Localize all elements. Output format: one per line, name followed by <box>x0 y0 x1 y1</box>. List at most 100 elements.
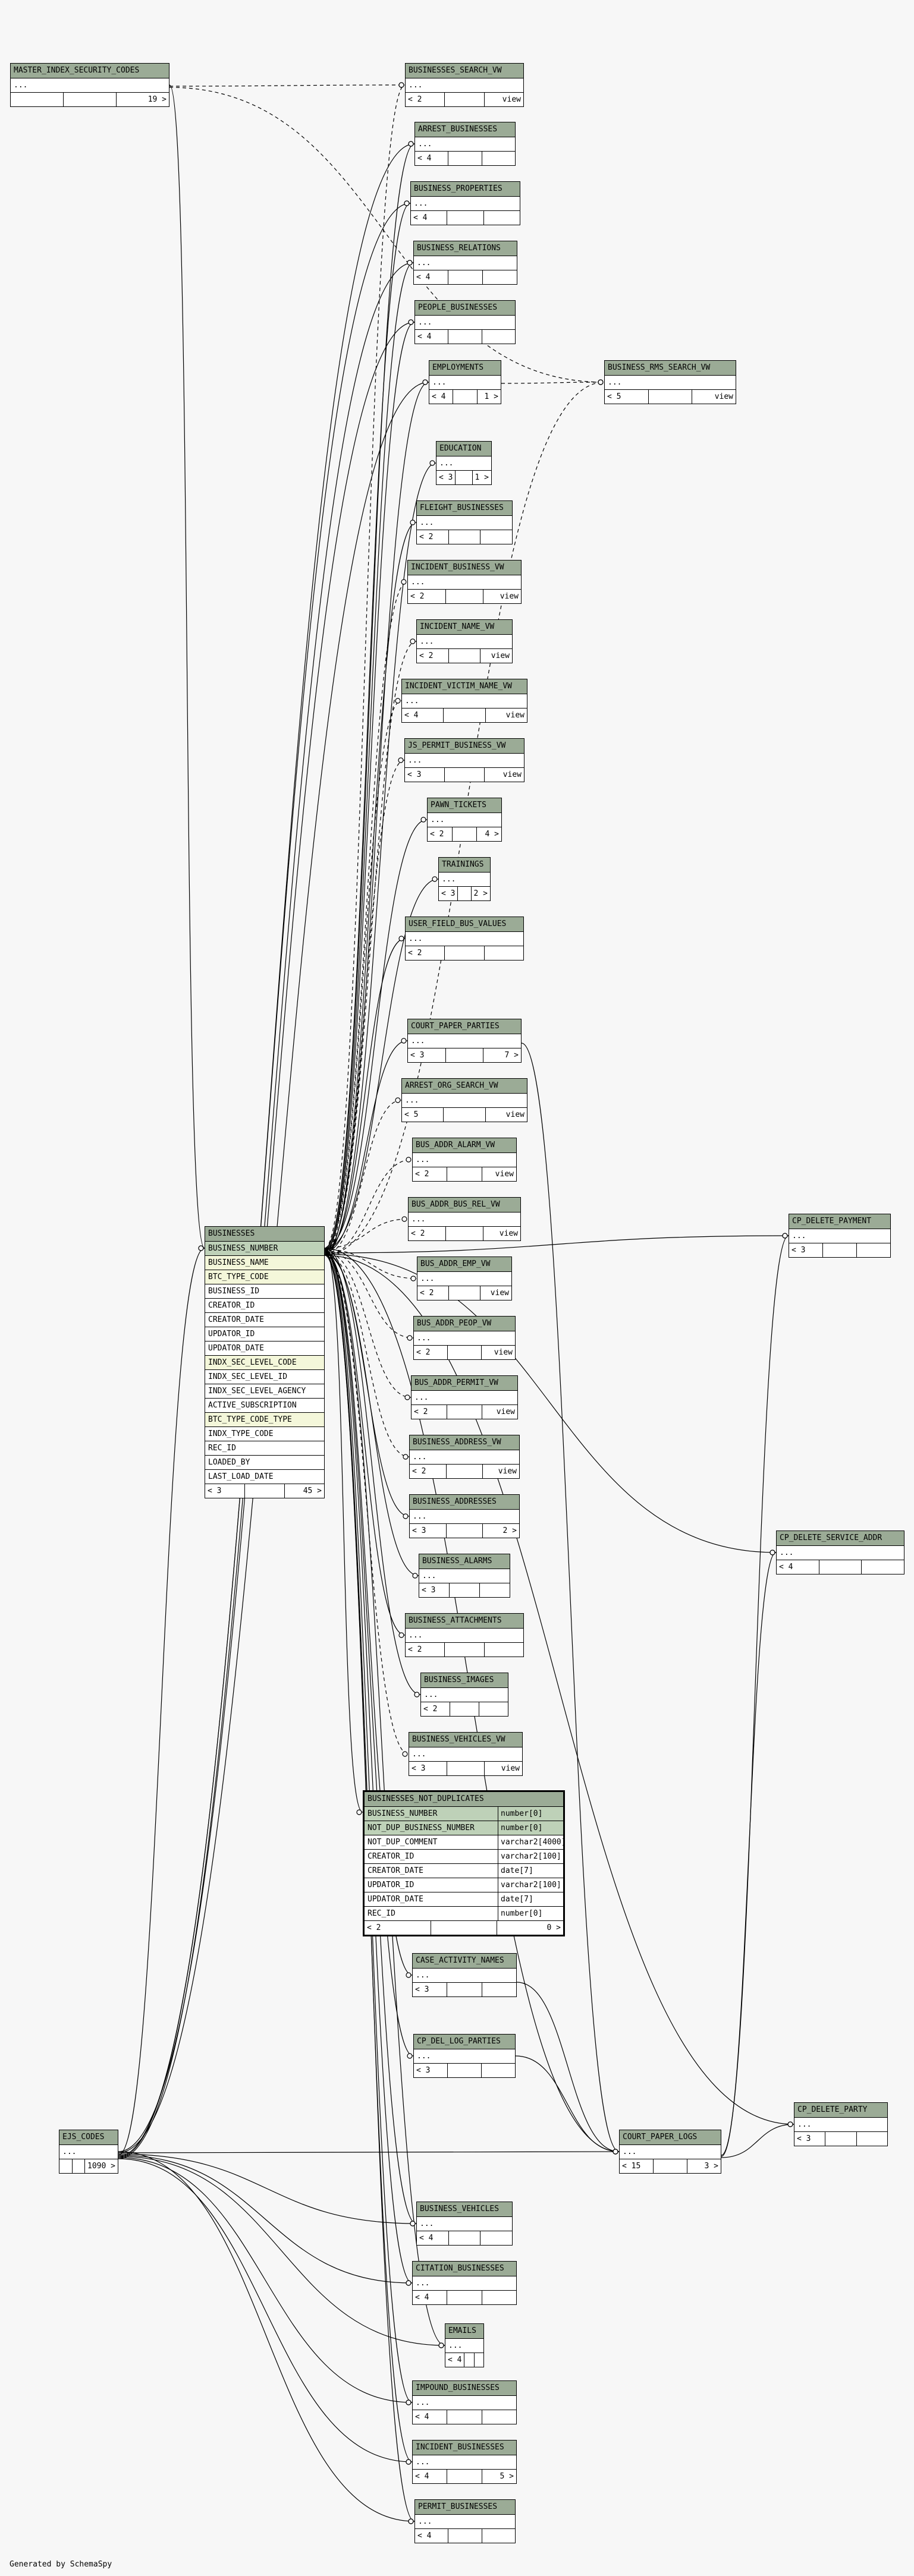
column-row[interactable]: ... <box>413 2455 516 2470</box>
table-title[interactable]: BUSINESSES_SEARCH_VW <box>406 64 523 78</box>
column-row[interactable]: ... <box>409 1747 522 1762</box>
column-row[interactable]: INDX_SEC_LEVEL_ID <box>205 1370 324 1384</box>
column-row[interactable]: ... <box>409 1213 520 1227</box>
table-citation-businesses[interactable]: CITATION_BUSINESSES...< 4 <box>412 2261 517 2305</box>
table-title[interactable]: BUSINESS_VEHICLES <box>417 2202 512 2217</box>
table-title[interactable]: BUSINESS_ADDRESSES <box>410 1495 519 1510</box>
table-title[interactable]: CP_DEL_LOG_PARTIES <box>414 2035 515 2049</box>
table-business-alarms[interactable]: BUSINESS_ALARMS...< 3 <box>419 1554 510 1598</box>
table-business-attachments[interactable]: BUSINESS_ATTACHMENTS...< 2 <box>405 1613 524 1657</box>
table-cp-delete-service-addr[interactable]: CP_DELETE_SERVICE_ADDR...< 4 <box>776 1531 904 1574</box>
table-impound-businesses[interactable]: IMPOUND_BUSINESSES...< 4 <box>412 2380 517 2424</box>
table-title[interactable]: BUSINESS_ATTACHMENTS <box>406 1614 523 1629</box>
table-title[interactable]: MASTER_INDEX_SECURITY_CODES <box>11 64 169 78</box>
table-cp-delete-party[interactable]: CP_DELETE_PARTY...< 3 <box>794 2102 888 2146</box>
column-row[interactable]: LOADED_BY <box>205 1456 324 1470</box>
table-business-relations[interactable]: BUSINESS_RELATIONS...< 4 <box>413 241 517 285</box>
column-row[interactable]: ... <box>428 813 501 827</box>
table-title[interactable]: COURT_PAPER_PARTIES <box>408 1019 521 1034</box>
column-row[interactable]: ... <box>402 694 527 708</box>
column-row[interactable]: INDX_SEC_LEVEL_CODE <box>205 1356 324 1370</box>
column-row[interactable]: CREATOR_DATE <box>205 1313 324 1327</box>
table-title[interactable]: ARREST_ORG_SEARCH_VW <box>402 1079 527 1094</box>
column-row[interactable]: BUSINESS_ID <box>205 1284 324 1299</box>
column-row[interactable]: ... <box>439 873 490 887</box>
column-row[interactable]: ... <box>414 1331 515 1346</box>
column-row[interactable]: ... <box>415 2515 515 2529</box>
table-title[interactable]: EMPLOYMENTS <box>429 361 501 376</box>
table-arrest-businesses[interactable]: ARREST_BUSINESSES...< 4 <box>414 122 516 166</box>
table-title[interactable]: CP_DELETE_PAYMENT <box>789 1214 890 1229</box>
table-title[interactable]: PAWN_TICKETS <box>428 798 501 813</box>
column-row[interactable]: ... <box>436 456 491 471</box>
table-title[interactable]: BUSINESS_RELATIONS <box>414 241 517 256</box>
table-fleight-businesses[interactable]: FLEIGHT_BUSINESSES...< 2 <box>416 500 513 544</box>
table-title[interactable]: EDUCATION <box>436 442 491 456</box>
column-row[interactable]: ... <box>11 78 169 93</box>
column-row[interactable]: ... <box>417 1272 511 1286</box>
column-row[interactable]: CREATOR_ID <box>205 1299 324 1313</box>
table-title[interactable]: ARREST_BUSINESSES <box>415 122 515 137</box>
table-title[interactable]: BUSINESSES_NOT_DUPLICATES <box>365 1792 563 1807</box>
column-row[interactable]: ... <box>413 2396 516 2410</box>
table-title[interactable]: USER_FIELD_BUS_VALUES <box>406 917 523 932</box>
column-row[interactable]: ... <box>413 1969 516 1983</box>
table-title[interactable]: PERMIT_BUSINESSES <box>415 2500 515 2515</box>
column-row[interactable]: ... <box>620 2145 721 2159</box>
table-title[interactable]: EMAILS <box>445 2324 483 2339</box>
table-title[interactable]: INCIDENT_BUSINESS_VW <box>408 560 521 575</box>
table-business-vehicles[interactable]: BUSINESS_VEHICLES...< 4 <box>416 2202 513 2246</box>
column-row[interactable]: ... <box>777 1546 904 1560</box>
column-row[interactable]: BTC_TYPE_CODE <box>205 1270 324 1284</box>
table-title[interactable]: CP_DELETE_SERVICE_ADDR <box>777 1531 904 1546</box>
column-row[interactable]: ... <box>405 754 524 768</box>
column-row[interactable]: ... <box>794 2118 887 2132</box>
table-title[interactable]: COURT_PAPER_LOGS <box>620 2130 721 2145</box>
table-emails[interactable]: EMAILS...< 4 <box>445 2323 484 2367</box>
column-row[interactable]: ... <box>445 2339 483 2353</box>
table-cp-delete-payment[interactable]: CP_DELETE_PAYMENT...< 3 <box>789 1214 891 1258</box>
table-title[interactable]: BUS_ADDR_PERMIT_VW <box>412 1376 517 1391</box>
table-title[interactable]: BUSINESS_VEHICLES_VW <box>409 1733 522 1747</box>
table-title[interactable]: BUSINESS_PROPERTIES <box>411 182 520 197</box>
column-row[interactable]: LAST_LOAD_DATE <box>205 1470 324 1484</box>
column-row[interactable]: UPDATOR_DATE <box>205 1341 324 1356</box>
column-row[interactable]: ... <box>406 78 523 93</box>
column-row[interactable]: ... <box>417 516 512 530</box>
table-title[interactable]: BUS_ADDR_BUS_REL_VW <box>409 1198 520 1213</box>
column-row[interactable]: ... <box>410 1450 519 1465</box>
table-title[interactable]: BUSINESS_ADDRESS_VW <box>410 1435 519 1450</box>
column-row[interactable]: ... <box>789 1229 890 1243</box>
table-case-activity-names[interactable]: CASE_ACTIVITY_NAMES...< 3 <box>412 1953 517 1997</box>
table-title[interactable]: TRAININGS <box>439 858 490 873</box>
column-row[interactable]: ... <box>408 1034 521 1048</box>
column-row[interactable]: ACTIVE_SUBSCRIPTION <box>205 1399 324 1413</box>
table-business-images[interactable]: BUSINESS_IMAGES...< 2 <box>420 1673 508 1717</box>
column-row[interactable]: ... <box>413 2276 516 2291</box>
